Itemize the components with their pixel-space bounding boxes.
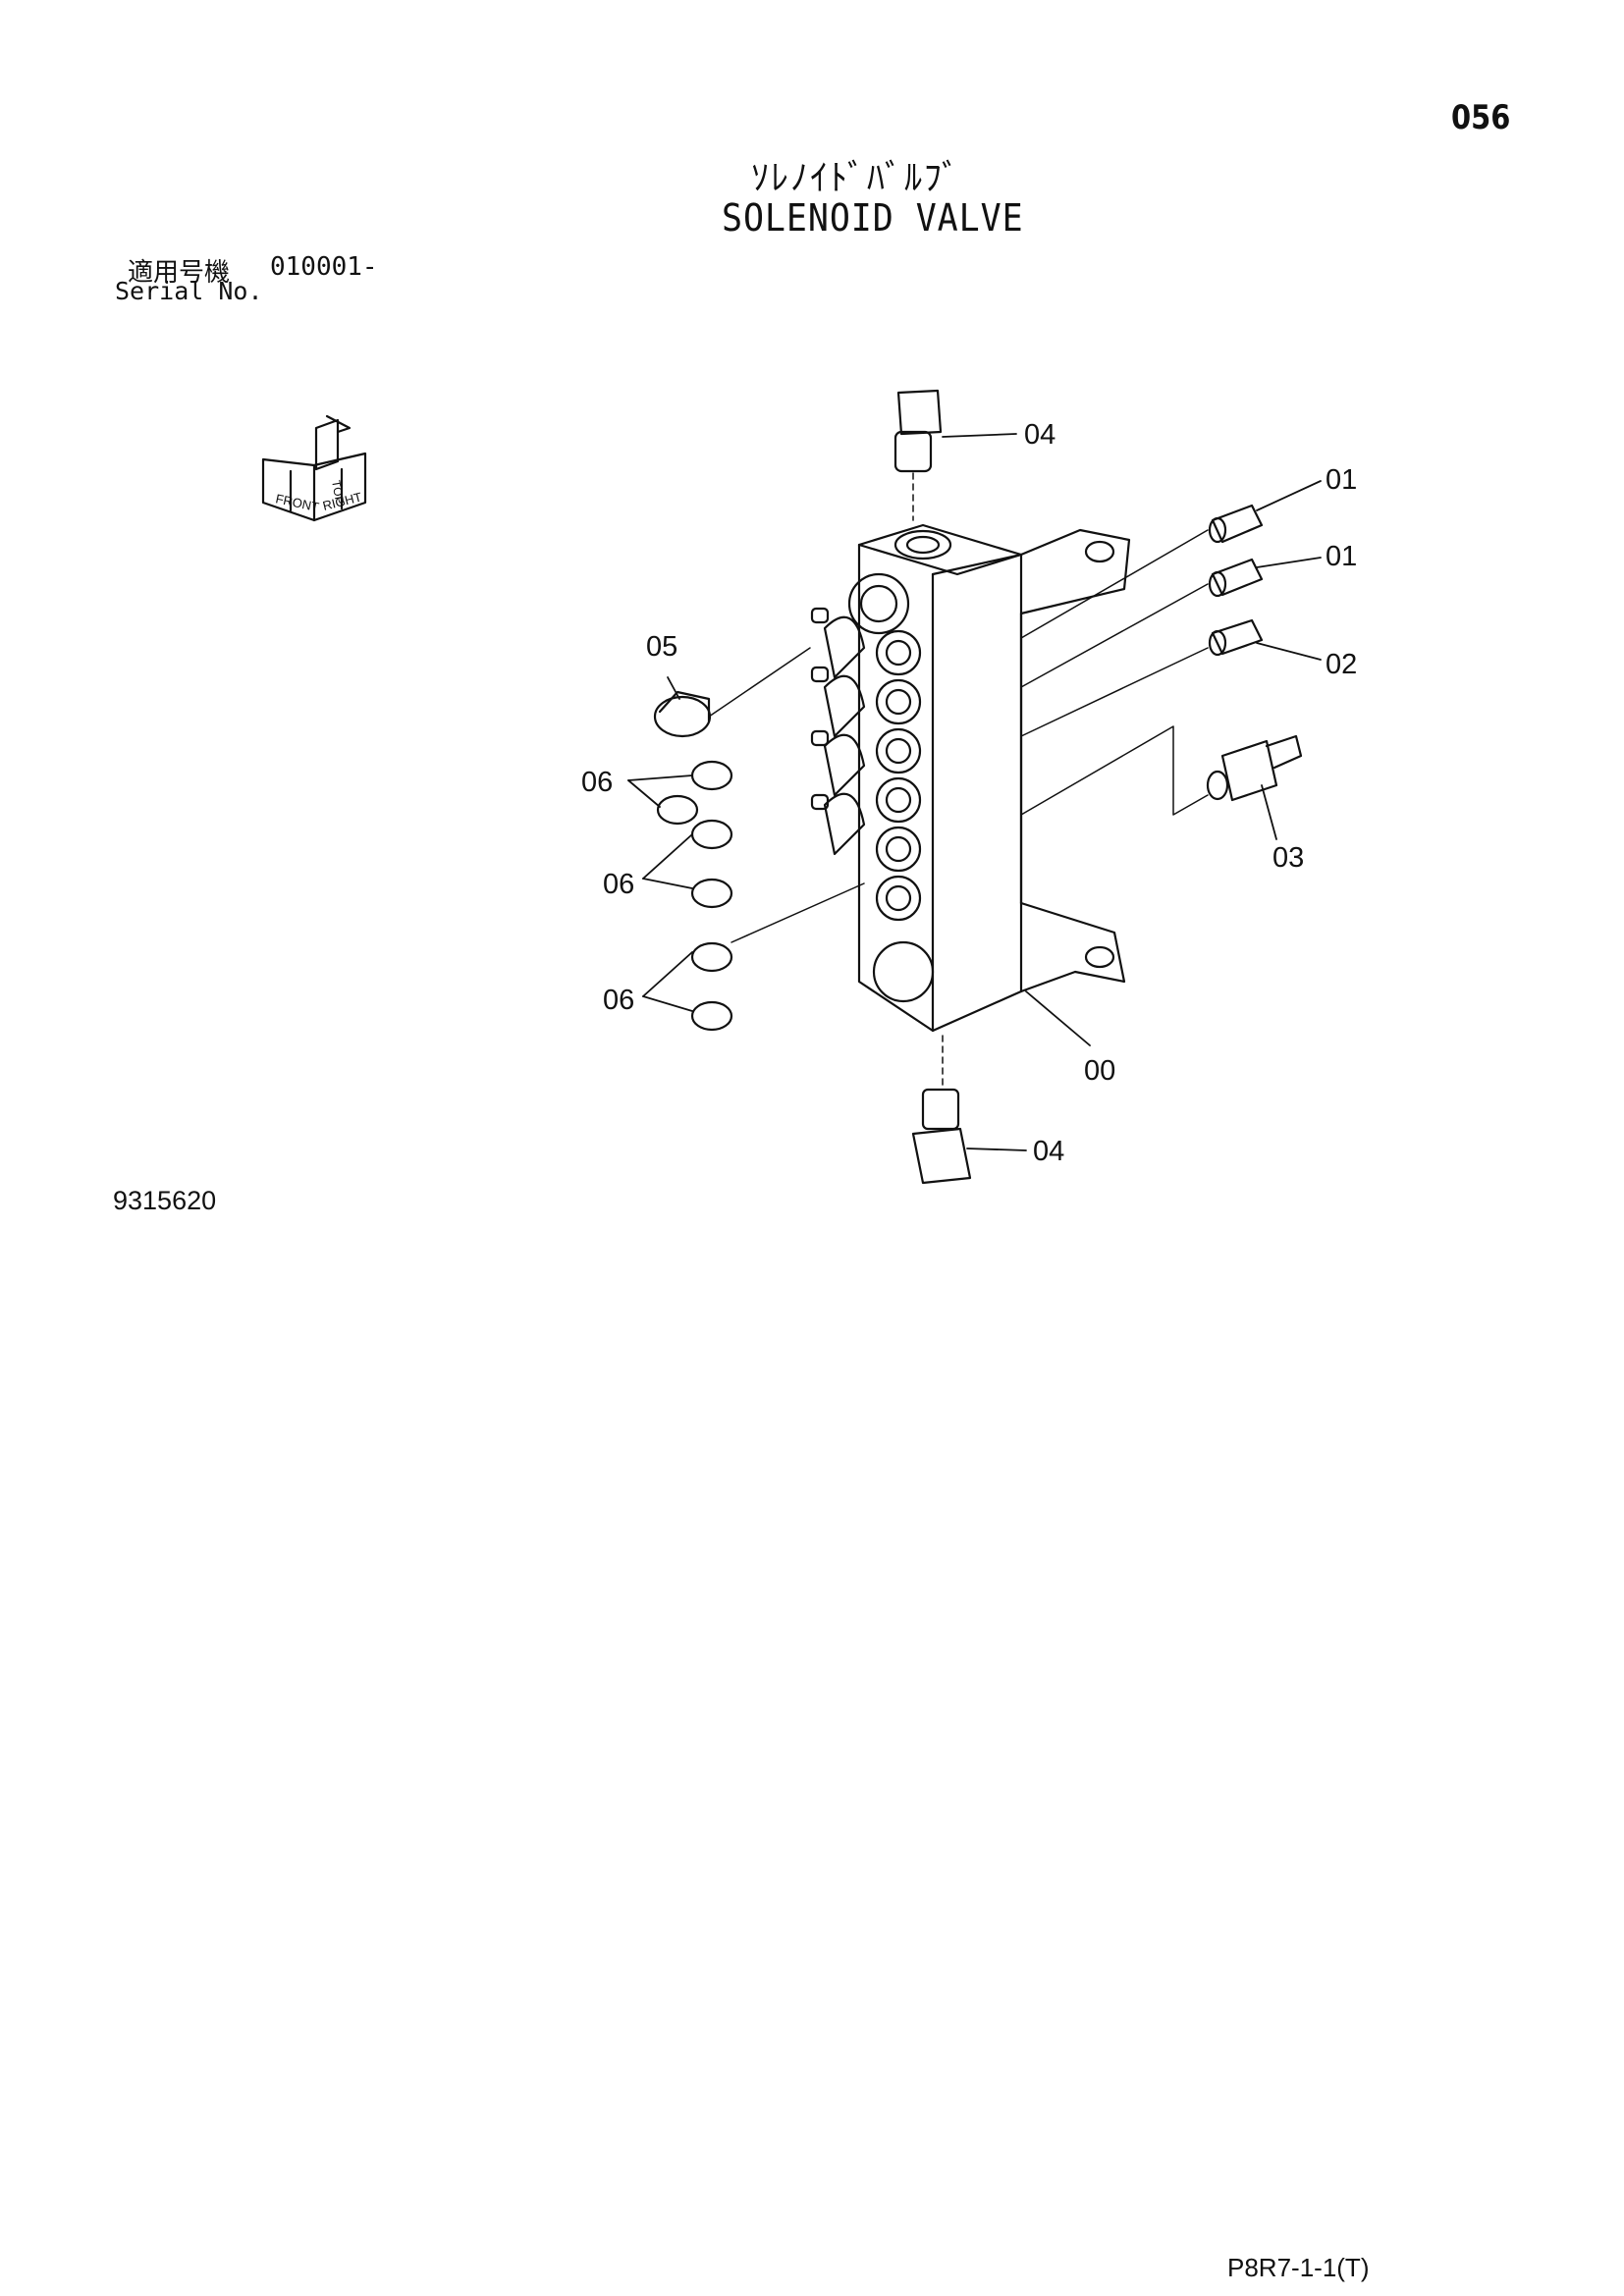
serial-label-english: Serial No. [115, 277, 263, 305]
plug-05 [653, 690, 712, 738]
fitting-04-bottom [911, 1035, 972, 1185]
callout-04-top: 04 [1024, 419, 1056, 451]
fitting-02 [1208, 618, 1264, 657]
callout-04-bottom: 04 [1033, 1136, 1064, 1167]
orientation-marker: FRONT RIGHT TOP [261, 414, 367, 522]
fitting-04-top [893, 389, 943, 521]
page-code: P8R7-1-1(T) [1227, 2253, 1370, 2282]
fitting-03-tee [1206, 734, 1303, 802]
callout-02: 02 [1326, 649, 1357, 680]
callout-06-c: 06 [603, 985, 634, 1016]
callout-labels: 04 01 01 02 03 05 06 06 06 00 04 [581, 419, 1357, 1167]
callout-06-b: 06 [603, 869, 634, 900]
fitting-01-lower [1208, 558, 1264, 598]
callout-05: 05 [646, 631, 677, 663]
orientation-top-label: TOP [329, 479, 347, 506]
callout-06-a: 06 [581, 767, 613, 798]
leader-lines [627, 433, 1322, 1151]
drawing-number: 9315620 [113, 1186, 217, 1215]
callout-01-upper: 01 [1326, 464, 1357, 496]
page-number: 056 [1451, 98, 1511, 137]
callout-03: 03 [1272, 842, 1304, 874]
callout-01-lower: 01 [1326, 541, 1357, 572]
plugs-06 [656, 760, 733, 1032]
callout-00: 00 [1084, 1055, 1115, 1087]
title-english: SOLENOID VALVE [722, 196, 1024, 240]
serial-label-japanese: 適用号機 [128, 258, 231, 288]
valve-body [810, 523, 1131, 1033]
assembly-lines [708, 529, 1209, 943]
serial-number-value: 010001- [270, 252, 378, 282]
title-japanese: ｿﾚﾉｲﾄﾞﾊﾞﾙﾌﾞ [751, 158, 961, 198]
fitting-01-upper [1208, 504, 1264, 544]
